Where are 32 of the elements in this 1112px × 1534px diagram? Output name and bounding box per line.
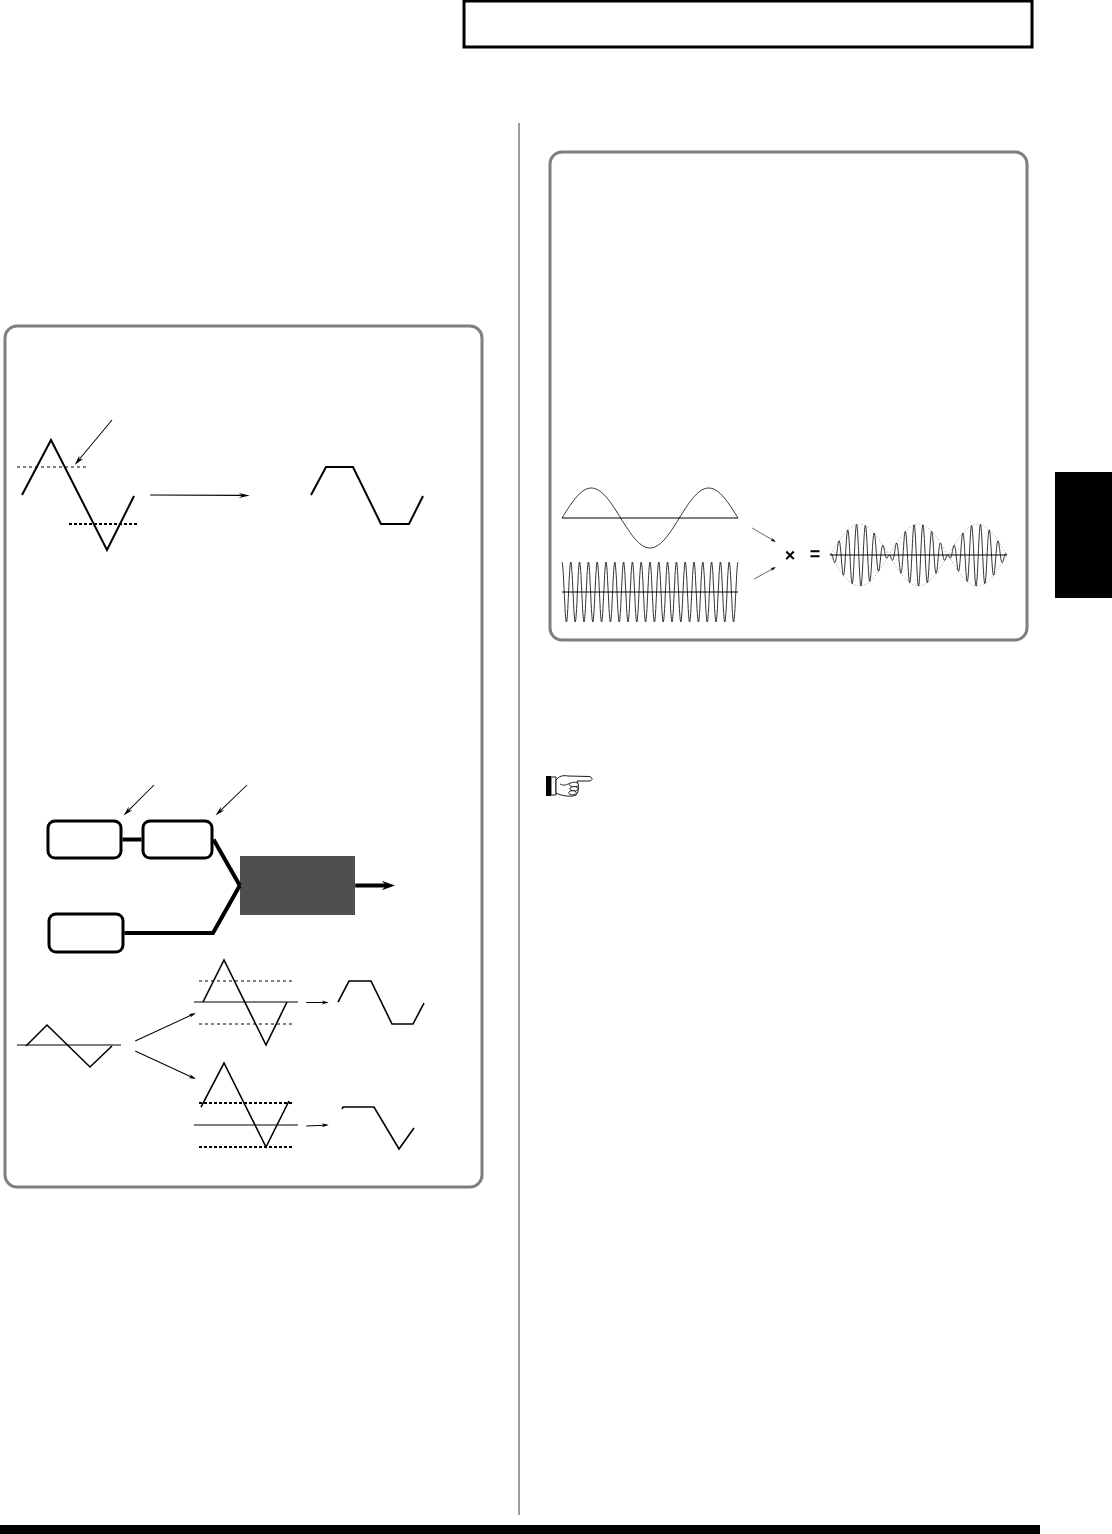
rounded-box (141, 819, 214, 860)
leader-arrow (124, 784, 155, 815)
arrow (753, 567, 776, 580)
arrow (751, 527, 776, 542)
side-tab (1055, 472, 1112, 598)
header-box (462, 0, 1034, 49)
leader-arrow (216, 784, 248, 815)
arrow (305, 1123, 328, 1127)
triangle-wave (21, 437, 139, 553)
triangle-wave (16, 1023, 122, 1069)
connector-line (122, 837, 142, 842)
rounded-box (47, 912, 125, 954)
rounded-box (46, 819, 123, 860)
arrow (134, 1050, 195, 1079)
rounded-panel (3, 324, 484, 1189)
connector-line (124, 884, 242, 935)
carrier-wave (561, 561, 739, 623)
clipped-wave (341, 1106, 415, 1151)
clipped-wave (337, 980, 425, 1025)
arrow (305, 1001, 328, 1004)
clipped-wave (310, 466, 424, 525)
rounded-panel (548, 150, 1029, 642)
triangle-wave (193, 958, 299, 1047)
dashed-line (16, 466, 87, 468)
connector-line (211, 838, 242, 887)
triangle-wave (193, 1061, 299, 1149)
multiply-sign: × (785, 550, 795, 560)
modulated-wave (829, 523, 1008, 587)
arrow (134, 1013, 195, 1042)
leader-arrow (75, 419, 113, 464)
filled-box (240, 856, 355, 915)
sine-wave (561, 487, 739, 549)
